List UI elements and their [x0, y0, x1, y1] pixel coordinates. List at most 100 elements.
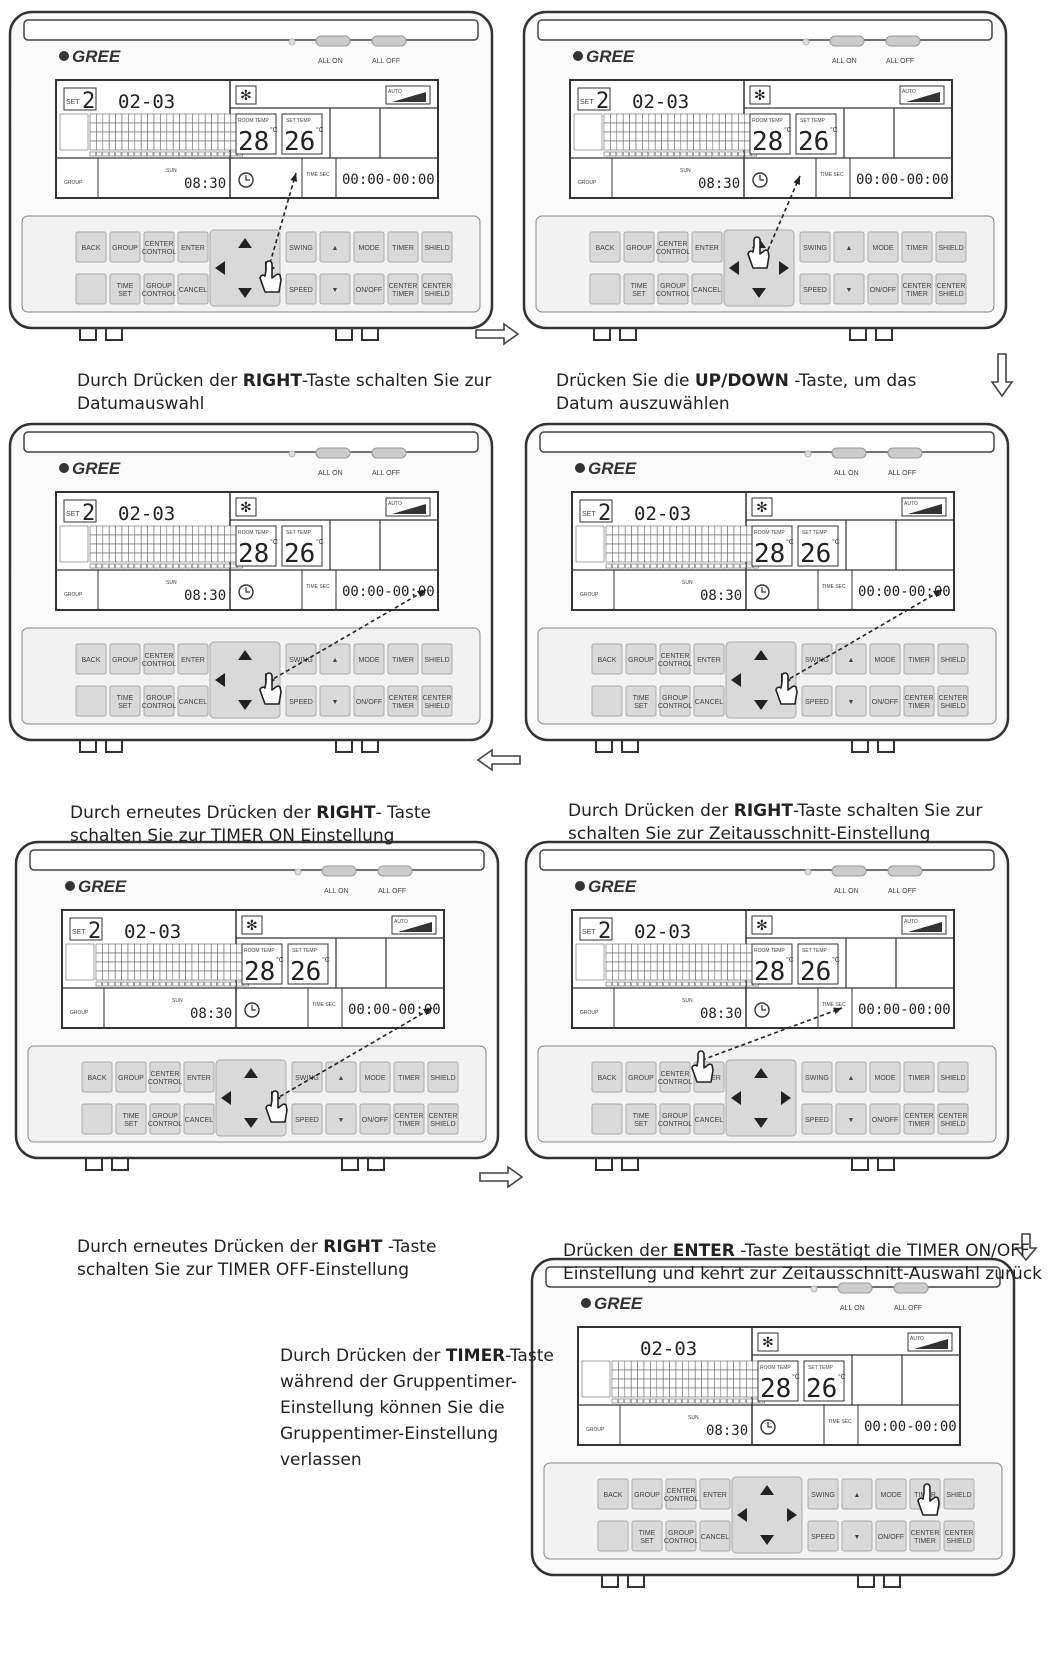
timer-grid-cell	[630, 1387, 638, 1398]
key-timer-label: TIMER	[908, 657, 930, 664]
timer-segment	[166, 563, 173, 569]
key-center-timer-shape	[909, 1520, 941, 1552]
key-swing: SWING	[807, 1478, 839, 1510]
timer-grid-cell	[643, 1360, 651, 1371]
timer-grid-cell	[682, 952, 690, 963]
timer-segment	[624, 981, 631, 987]
time-sec-label: TIME SEC	[820, 172, 844, 178]
timer-grid-cell	[140, 552, 148, 563]
key-on-off-label: ON/OFF	[878, 1534, 904, 1541]
timer-grid-cell	[153, 952, 161, 963]
key-center-timer-label: TIMER	[914, 1538, 936, 1545]
timer-grid-cell	[656, 1387, 664, 1398]
timer-grid-cell	[746, 1369, 754, 1380]
key-group: GROUP	[109, 643, 141, 675]
key-group-control-label: CONTROL	[658, 703, 692, 710]
key-enter-label: ENTER	[697, 657, 721, 664]
timer-grid-cell	[204, 534, 212, 545]
timer-grid-cell	[662, 1378, 670, 1389]
pointer-line	[783, 589, 943, 683]
timer-grid-cell	[134, 131, 142, 142]
timer-grid-cell	[642, 131, 650, 142]
timer-grid-cell	[166, 534, 174, 545]
celsius-unit: °C	[270, 126, 278, 134]
timer-grid-cell	[682, 1360, 690, 1371]
timer-segment	[733, 981, 740, 987]
timer-segment	[140, 151, 147, 157]
timer-grid-cell	[204, 140, 212, 151]
room-temp-box	[757, 1360, 799, 1402]
key-cancel: CANCEL	[693, 685, 725, 717]
key-center-timer-label: TIMER	[908, 1121, 930, 1128]
key-timer-shape	[903, 643, 935, 675]
timer-grid-cell	[714, 525, 722, 536]
set-label: SET	[66, 511, 80, 518]
timer-grid-cell	[618, 552, 626, 563]
mode-box	[235, 497, 257, 517]
celsius-unit: °C	[322, 956, 330, 964]
timer-grid-cell	[695, 525, 703, 536]
timer-segment	[115, 563, 122, 569]
controller-top-rim	[23, 19, 479, 41]
key-group-control-shape	[143, 685, 175, 717]
timer-grid-cell	[693, 131, 701, 142]
timer-grid-cell	[733, 525, 741, 536]
timer-grid-cell	[725, 140, 733, 151]
timer-grid-cell	[115, 122, 123, 133]
key-back-label: BACK	[597, 1075, 616, 1082]
set-label: SET	[582, 929, 596, 936]
key-center-shield-label: CENTER	[945, 1530, 974, 1537]
left-arrow-icon	[215, 673, 225, 687]
timer-grid-cell	[637, 1378, 645, 1389]
timer-grid-cell	[147, 543, 155, 554]
key-swing-shape	[285, 231, 317, 263]
brand-logo-icon	[575, 881, 585, 891]
down-arrow-icon	[238, 700, 252, 710]
sun-label: SUN	[172, 998, 183, 1004]
key-mode-label: MODE	[881, 1492, 902, 1499]
timer-grid-cell	[693, 122, 701, 133]
timer-grid-cell	[115, 525, 123, 536]
timer-grid-cell	[707, 1387, 715, 1398]
key-center-timer-label: CENTER	[395, 1113, 424, 1120]
controller-foot	[593, 328, 611, 341]
all-on-label: ALL ON	[832, 58, 857, 65]
timer-grid-cell	[230, 952, 238, 963]
timer-segment	[718, 151, 725, 157]
timer-segment	[153, 151, 160, 157]
timer-segment	[695, 563, 702, 569]
key-center-timer-label: TIMER	[908, 703, 930, 710]
timer-segment	[624, 1398, 631, 1404]
room-temp-value: 28	[244, 957, 275, 987]
timer-grid-cell	[731, 140, 739, 151]
clock-display: 08:30	[706, 1423, 748, 1439]
key-back-shape	[591, 643, 623, 675]
key-speed-shape	[807, 1520, 839, 1552]
timer-grid-cell	[211, 552, 219, 563]
left-arrow-icon	[731, 1091, 741, 1105]
key-cancel-shape	[693, 685, 725, 717]
timer-grid-cell	[682, 970, 690, 981]
direction-pad-shape	[731, 1476, 803, 1554]
key-mode-label: MODE	[365, 1075, 386, 1082]
timer-segment	[667, 151, 674, 157]
celsius-unit: °C	[832, 956, 840, 964]
controller-foot	[621, 740, 639, 753]
key-center-control-shape	[657, 231, 689, 263]
timer-segment	[637, 1398, 644, 1404]
pointer-arrowhead-icon	[423, 1008, 432, 1016]
key-swing-label: SWING	[805, 657, 829, 664]
key-center-control-label: CONTROL	[658, 661, 692, 668]
key-time-set-label: TIME	[639, 1530, 656, 1537]
timer-grid-cell	[637, 534, 645, 545]
timer-grid-cell	[611, 1369, 619, 1380]
timer-grid-cell	[102, 543, 110, 554]
key-speed-label: SPEED	[803, 287, 827, 294]
timer-segment	[720, 563, 727, 569]
timer-grid-cell	[656, 1360, 664, 1371]
key-on-off: ON/OFF	[875, 1520, 907, 1552]
timer-grid-cell	[153, 525, 161, 536]
